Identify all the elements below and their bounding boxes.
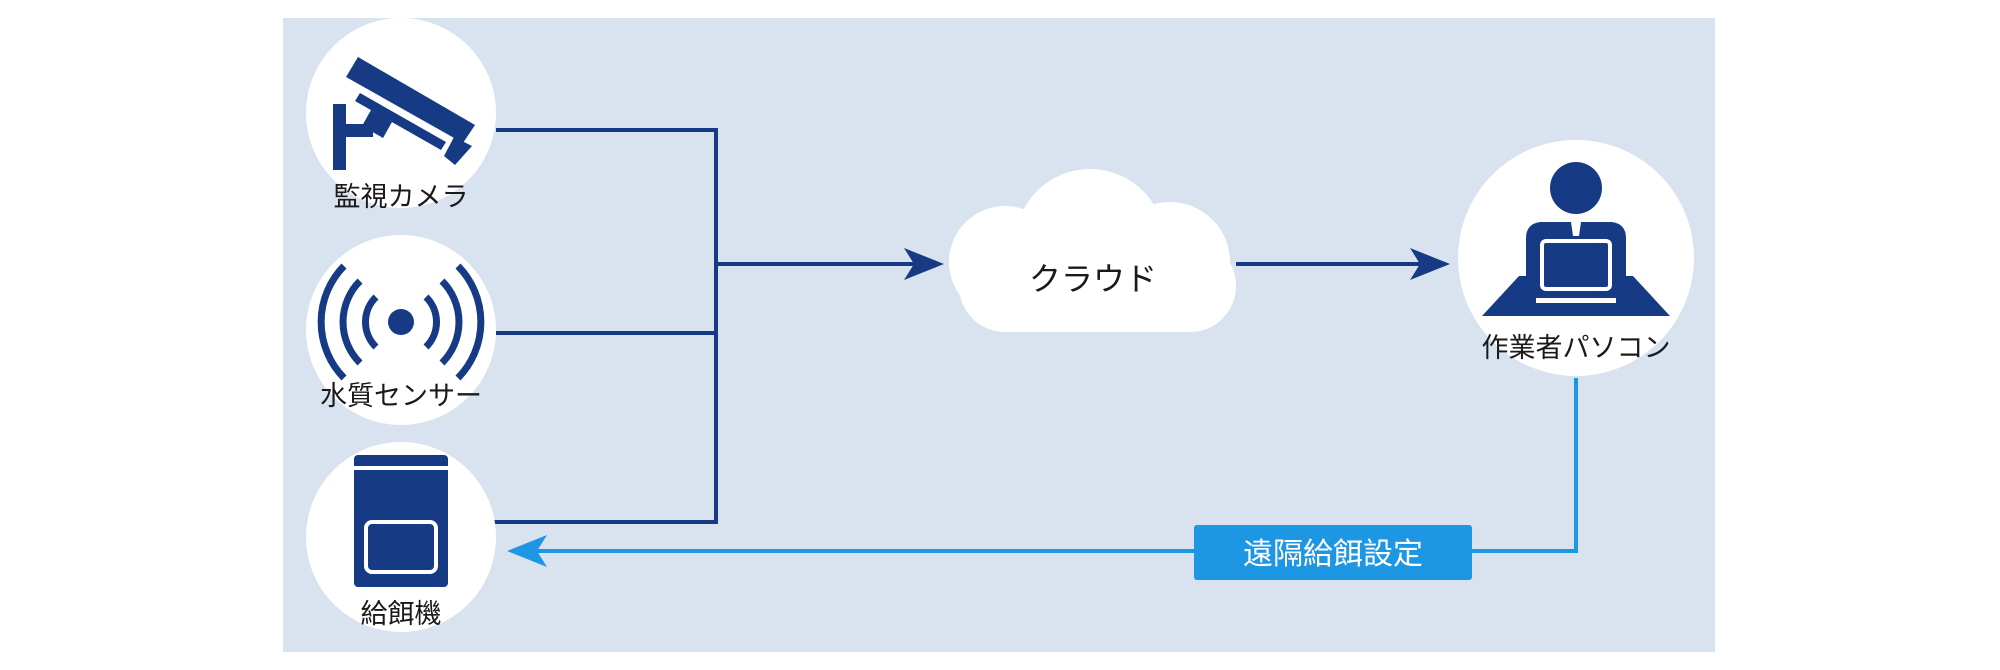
cloud-label: クラウド: [1029, 260, 1157, 298]
feeder-machine-icon: [354, 455, 448, 587]
cloud-icon: [949, 169, 1236, 332]
operator-pc-label: 作業者パソコン: [1482, 333, 1671, 364]
operator-at-computer-icon: [1482, 162, 1670, 316]
feeder-label: 給餌機: [361, 599, 442, 630]
data-connectors: [490, 128, 1420, 524]
sensor-label: 水質センサー: [320, 381, 482, 412]
remote-feeding-label: 遠隔給餌設定: [1243, 537, 1423, 572]
cloud-node[interactable]: クラウド: [949, 169, 1236, 332]
remote-feeding-badge[interactable]: 遠隔給餌設定: [1194, 525, 1472, 580]
control-connector: [535, 378, 1578, 553]
operator-pc-node[interactable]: 作業者パソコン: [1458, 140, 1694, 376]
security-camera-icon: [333, 57, 475, 170]
sensor-node[interactable]: 水質センサー: [306, 235, 496, 425]
arrow-to-pc-icon: [1410, 248, 1450, 280]
camera-label: 監視カメラ: [334, 182, 469, 213]
feeder-node[interactable]: 給餌機: [306, 442, 496, 632]
arrow-to-cloud-icon: [904, 248, 944, 280]
camera-node[interactable]: 監視カメラ: [306, 18, 496, 213]
wireless-signal-icon: [317, 263, 485, 381]
arrow-to-feeder-icon: [507, 535, 547, 567]
